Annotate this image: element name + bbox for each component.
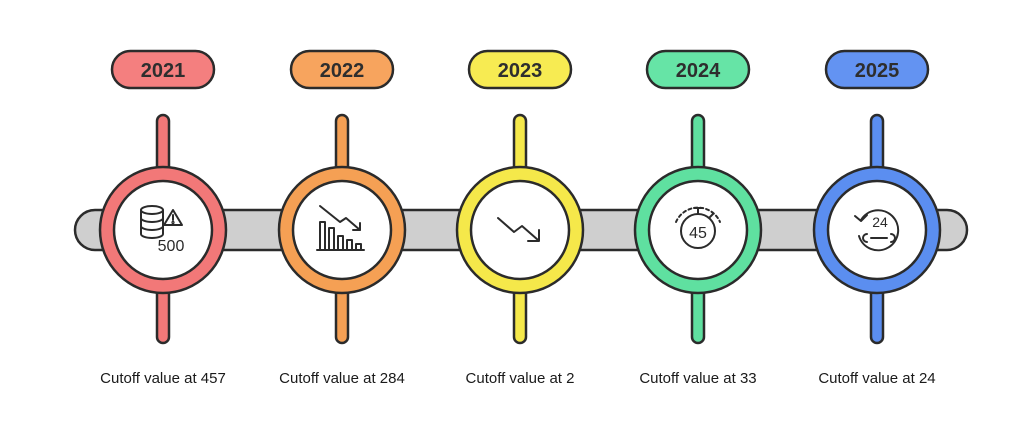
milestone-description: Cutoff value at 284 [279, 370, 405, 387]
milestone-disc [826, 179, 928, 281]
milestone-2021: 2021 500 [98, 49, 228, 345]
year-label: 2025 [855, 60, 900, 82]
milestone-description: Cutoff value at 2 [465, 370, 575, 387]
milestone-description: Cutoff value at 24 [818, 370, 936, 387]
bar-chart-decline-icon [316, 205, 365, 251]
year-label: 2024 [676, 60, 721, 82]
milestone-description: Cutoff value at 457 [100, 370, 226, 387]
year-label: 2022 [320, 60, 365, 82]
year-pill [467, 49, 573, 90]
milestone-2023: 2023 [455, 49, 585, 345]
24-hour-service-icon: 24 [854, 209, 900, 252]
milestone-disc [291, 179, 393, 281]
milestone-disc [469, 179, 571, 281]
year-pill [110, 49, 216, 90]
milestone-2024: 2024 45 [633, 49, 763, 345]
database-warning-500-icon: 500 [140, 205, 185, 255]
milestone-2022: 2022 [277, 49, 407, 345]
icon-number: 500 [158, 238, 185, 255]
milestone-description: Cutoff value at 33 [639, 370, 757, 387]
milestone-disc [647, 179, 749, 281]
year-pill [289, 49, 395, 90]
year-label: 2021 [141, 60, 186, 82]
year-label: 2023 [498, 60, 543, 82]
year-pill [645, 49, 751, 90]
milestone-2025: 2025 24 [812, 49, 942, 345]
icon-number: 24 [872, 214, 888, 230]
icon-number: 45 [689, 225, 707, 242]
stopwatch-45-icon: 45 [675, 206, 721, 249]
trending-down-arrow-icon [497, 217, 540, 242]
year-pill [824, 49, 930, 90]
